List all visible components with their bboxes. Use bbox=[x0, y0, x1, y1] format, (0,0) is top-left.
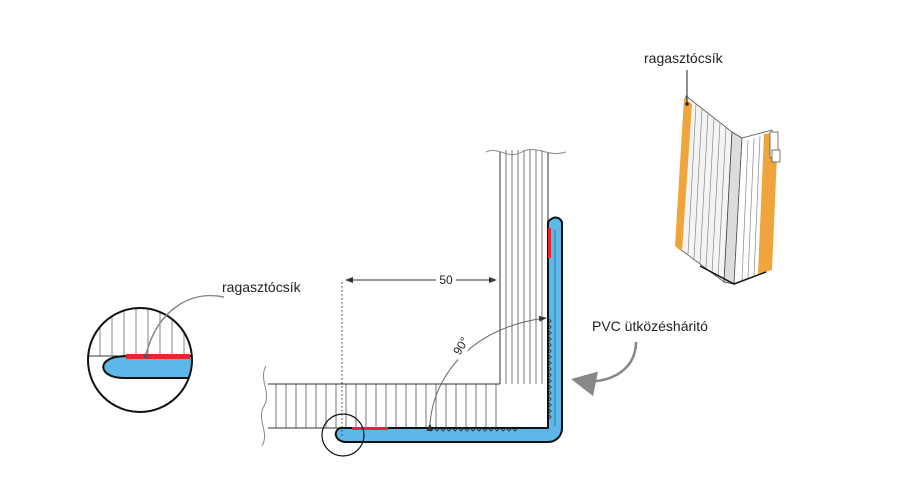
dimension-50: 50 bbox=[341, 273, 497, 436]
pvc-profile-label: PVC ütközésháritó bbox=[592, 318, 708, 334]
adhesive-detail-leader bbox=[145, 295, 225, 355]
angle-90: 90° bbox=[426, 315, 547, 432]
adhesive-strip-detail-label: ragasztócsík bbox=[222, 279, 302, 295]
dimension-label: 50 bbox=[439, 273, 453, 287]
pvc-profile-arrow bbox=[571, 341, 638, 397]
product-3d-view bbox=[675, 95, 781, 285]
detail-marker-circle bbox=[321, 413, 365, 457]
adhesive-strip-horizontal bbox=[352, 427, 388, 430]
adhesive-top-dot bbox=[685, 102, 689, 106]
magnified-detail bbox=[87, 307, 193, 413]
adhesive-strip-vertical bbox=[548, 228, 551, 258]
adhesive-strip-top-label: ragasztócsík bbox=[644, 50, 724, 66]
wall-section bbox=[260, 148, 567, 447]
